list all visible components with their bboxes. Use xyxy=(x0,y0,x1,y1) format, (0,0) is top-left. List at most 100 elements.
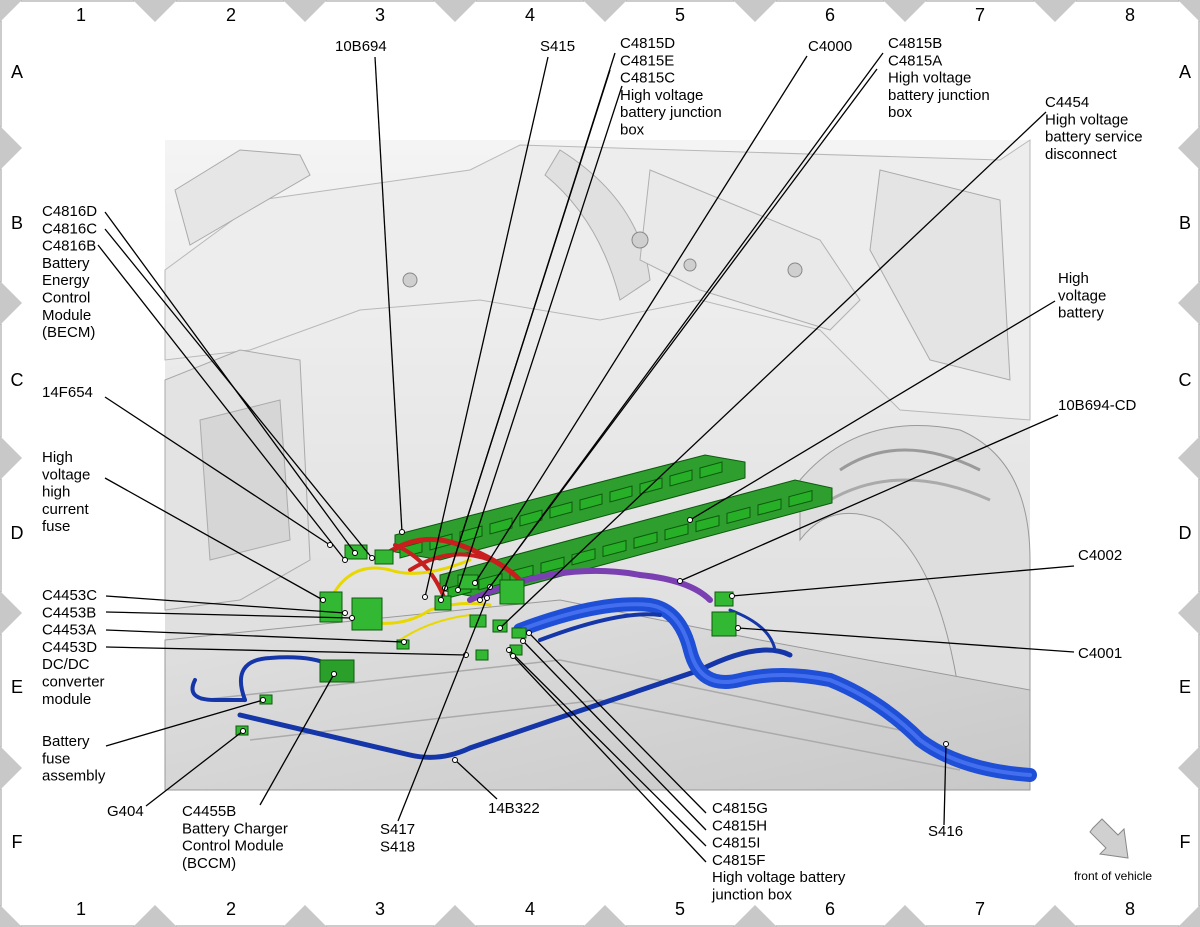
vehicle-illustration xyxy=(164,139,1031,791)
leader-endpoint xyxy=(472,580,478,586)
grid-column-label: 3 xyxy=(375,5,385,25)
leader-line xyxy=(689,300,1056,521)
callout-text: C4815E xyxy=(620,52,674,69)
grid-row-label: F xyxy=(1180,832,1191,852)
callout-text: Battery Charger xyxy=(182,820,288,837)
leader-line xyxy=(105,629,405,643)
leader-endpoint xyxy=(320,597,326,603)
leader-endpoint xyxy=(477,597,483,603)
callout-text: (BECM) xyxy=(42,324,95,341)
callout-14b322: 14B322 xyxy=(488,800,540,817)
leader-line xyxy=(508,649,707,847)
callout-text: High voltage xyxy=(1045,111,1128,128)
leader-line xyxy=(454,759,498,800)
callout-text: DC/DC xyxy=(42,656,90,673)
callout-text: C4453D xyxy=(42,639,97,656)
leader-endpoint xyxy=(506,647,512,653)
callout-text: box xyxy=(888,104,913,121)
leader-line xyxy=(457,85,623,591)
grid-row-label: E xyxy=(11,677,23,697)
callout-text: battery xyxy=(1058,305,1104,322)
leader-line xyxy=(104,396,331,546)
callout-text: Module xyxy=(42,307,91,324)
leader-endpoint xyxy=(452,757,458,763)
leader-line xyxy=(679,414,1059,582)
callout-text: S415 xyxy=(540,38,575,55)
callout-c4000: C4000 xyxy=(808,38,852,55)
callout-text: Control Module xyxy=(182,838,284,855)
callout-text: (BCCM) xyxy=(182,855,236,872)
callout-text: C4816C xyxy=(42,220,97,237)
leader-line xyxy=(374,56,403,533)
leader-line xyxy=(499,111,1047,629)
callout-text: C4815A xyxy=(888,52,942,69)
arrow-icon xyxy=(1089,818,1129,859)
callout-text: C4815G xyxy=(712,800,768,817)
leader-line xyxy=(97,244,346,561)
callout-text: disconnect xyxy=(1045,146,1118,163)
callout-text: C4000 xyxy=(808,38,852,55)
grid-row-label: D xyxy=(1179,523,1192,543)
leader-endpoint xyxy=(327,542,333,548)
leader-line xyxy=(259,673,335,806)
grid-row-label: C xyxy=(11,370,24,390)
leader-endpoint xyxy=(735,625,741,631)
callout-text: 10B694-CD xyxy=(1058,397,1137,414)
grid-column-label: 5 xyxy=(675,5,685,25)
leader-line xyxy=(440,69,611,601)
callout-text: C4453C xyxy=(42,587,97,604)
grid-column-label: 2 xyxy=(226,899,236,919)
grid-row-label: B xyxy=(1179,213,1191,233)
callout-text: C4453B xyxy=(42,604,96,621)
callout-text: converter xyxy=(42,674,105,691)
callout-c4002: C4002 xyxy=(1078,547,1122,564)
front-of-vehicle-label: front of vehicle xyxy=(1074,869,1152,883)
grid-row-label: B xyxy=(11,213,23,233)
callout-text: C4816D xyxy=(42,203,97,220)
grid-column-label: 6 xyxy=(825,5,835,25)
leader-line xyxy=(474,55,808,584)
callout-s415: S415 xyxy=(540,38,575,55)
leader-endpoint xyxy=(497,625,503,631)
callout-text: C4454 xyxy=(1045,94,1089,111)
grid-column-label: 2 xyxy=(226,5,236,25)
grid-row-label: A xyxy=(11,62,23,82)
callout-text: C4002 xyxy=(1078,547,1122,564)
callout-text: high xyxy=(42,484,70,501)
callout-text: C4815H xyxy=(712,817,767,834)
callout-text: High voltage battery xyxy=(712,869,846,886)
callout-text: voltage xyxy=(42,466,90,483)
callout-text: battery service xyxy=(1045,129,1143,146)
callout-c4001: C4001 xyxy=(1078,645,1122,662)
leader-endpoint xyxy=(352,550,358,556)
callout-text: C4815F xyxy=(712,852,765,869)
callout-text: current xyxy=(42,501,90,518)
grid-column-label: 3 xyxy=(375,899,385,919)
leader-endpoint xyxy=(943,741,949,747)
leader-endpoint xyxy=(484,595,490,601)
callout-text: C4815I xyxy=(712,835,760,852)
leader-endpoint xyxy=(677,578,683,584)
grid-row-label: E xyxy=(1179,677,1191,697)
callout-text: 14B322 xyxy=(488,800,540,817)
callout-text: High voltage xyxy=(888,70,971,87)
grid-column-label: 7 xyxy=(975,899,985,919)
callout-text: G404 xyxy=(107,803,144,820)
leader-endpoint xyxy=(729,593,735,599)
front-of-vehicle-indicator: front of vehicle xyxy=(1074,818,1152,883)
grid-column-label: 8 xyxy=(1125,899,1135,919)
callout-text: C4816B xyxy=(42,238,96,255)
callout-text: fuse xyxy=(42,750,70,767)
leader-lines xyxy=(97,52,1075,863)
grid-row-label: F xyxy=(12,832,23,852)
callout-text: assembly xyxy=(42,768,106,785)
leader-line xyxy=(105,611,353,619)
